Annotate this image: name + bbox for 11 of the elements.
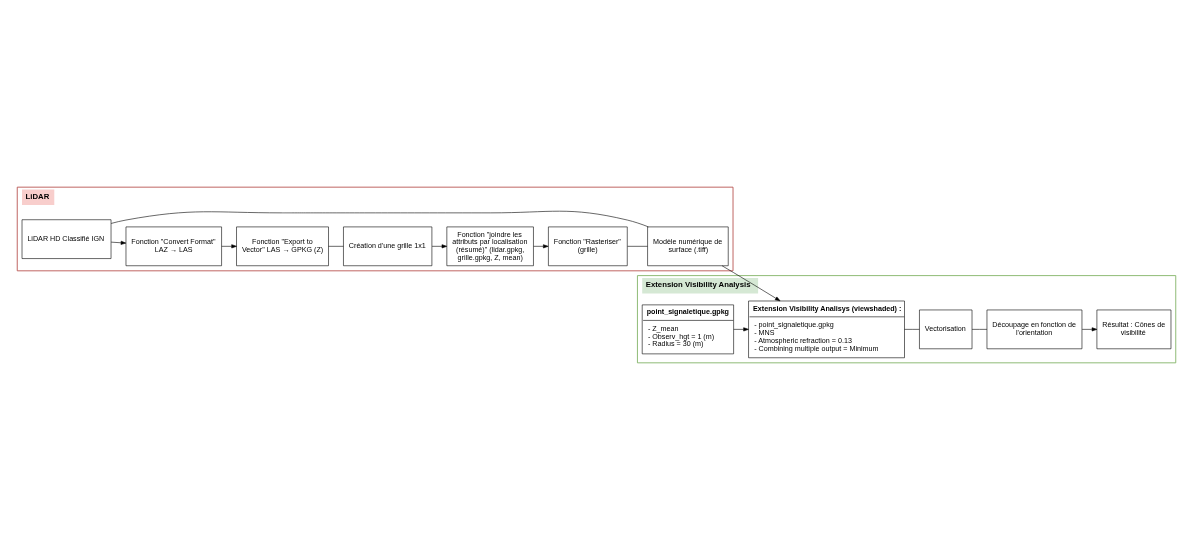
arrow (721, 264, 781, 301)
arrow (431, 243, 448, 248)
connector (110, 210, 649, 227)
connector (904, 328, 920, 330)
arrow (733, 326, 749, 331)
arrow (110, 240, 127, 245)
arrow (221, 243, 237, 248)
connector (328, 245, 344, 247)
arrow (533, 243, 549, 248)
connector (627, 245, 648, 247)
arrow (1081, 326, 1098, 331)
